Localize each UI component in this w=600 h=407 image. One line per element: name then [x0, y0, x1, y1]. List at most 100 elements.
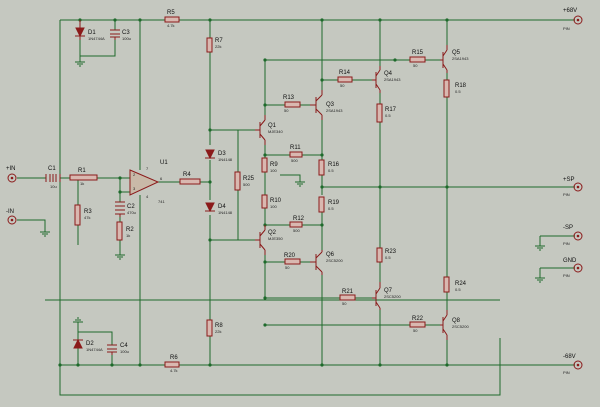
transistor-q8[interactable] — [440, 310, 448, 340]
label-r19: R19 — [328, 200, 340, 206]
port-gnd[interactable] — [573, 263, 583, 273]
port-in-minus[interactable] — [7, 215, 17, 225]
svg-text:4.7k: 4.7k — [167, 23, 175, 28]
ports — [7, 15, 583, 370]
port-label-v-minus: -68V — [563, 354, 576, 360]
transistor-q3[interactable] — [310, 90, 323, 120]
opamp-u1[interactable]: 2 3 6 4 7 — [129, 166, 163, 199]
svg-text:PIN: PIN — [563, 192, 570, 197]
resistor-r12[interactable] — [289, 221, 303, 228]
resistor-r1[interactable] — [69, 174, 98, 181]
resistor-r19[interactable] — [318, 196, 325, 213]
svg-text:2SC5200: 2SC5200 — [452, 324, 469, 329]
resistor-r24[interactable] — [443, 276, 450, 293]
capacitor-c4[interactable] — [107, 344, 117, 355]
svg-text:22k: 22k — [215, 329, 221, 334]
transistor-q1[interactable] — [255, 115, 266, 145]
port-v-plus[interactable] — [573, 15, 583, 25]
zener-d2[interactable] — [73, 338, 83, 349]
label-d4: D4 — [218, 204, 226, 210]
label-q7: Q7 — [384, 288, 393, 294]
capacitor-c1[interactable] — [45, 174, 61, 182]
resistor-r9[interactable] — [261, 157, 268, 173]
label-u1: U1 — [160, 160, 168, 166]
transistor-q7[interactable] — [372, 282, 381, 310]
label-r16: R16 — [328, 162, 340, 168]
port-label-sp-plus: +SP — [563, 177, 575, 183]
label-r4: R4 — [183, 172, 191, 178]
resistor-r5[interactable] — [164, 16, 180, 23]
capacitor-c2[interactable] — [115, 201, 125, 217]
label-r6: R6 — [170, 355, 178, 361]
capacitor-c3[interactable] — [110, 29, 120, 40]
resistor-r20[interactable] — [284, 258, 301, 265]
resistor-r17[interactable] — [376, 103, 383, 123]
label-r13: R13 — [283, 95, 295, 101]
resistor-r7[interactable] — [206, 37, 213, 53]
label-q6: Q6 — [326, 252, 335, 258]
label-c3: C3 — [122, 30, 130, 36]
port-sp-plus[interactable] — [573, 182, 583, 192]
resistor-r11[interactable] — [289, 151, 303, 158]
resistor-r22[interactable] — [409, 321, 426, 328]
resistor-r3[interactable] — [74, 204, 81, 226]
label-r5: R5 — [167, 10, 175, 16]
resistor-r4[interactable] — [179, 178, 201, 185]
svg-text:0.5: 0.5 — [385, 113, 391, 118]
svg-text:0.5: 0.5 — [328, 168, 334, 173]
label-d3: D3 — [218, 151, 226, 157]
port-label-v-plus: +68V — [563, 8, 577, 14]
label-d1: D1 — [88, 30, 96, 36]
port-sp-minus[interactable] — [573, 231, 583, 241]
svg-text:1k: 1k — [80, 181, 84, 186]
label-q5: Q5 — [452, 50, 461, 56]
resistor-r15[interactable] — [409, 56, 426, 63]
ground-icon — [535, 277, 545, 283]
component-labels: D1 1N4744A C3 100u R5 4.7k R7 22k R15 50… — [48, 10, 469, 373]
port-v-minus[interactable] — [573, 360, 583, 370]
svg-text:PIN: PIN — [563, 370, 570, 375]
transistor-q2[interactable] — [255, 225, 266, 255]
resistor-r16[interactable] — [318, 159, 325, 176]
label-r12: R12 — [293, 216, 305, 222]
diode-d4[interactable] — [205, 202, 215, 213]
resistor-r6[interactable] — [164, 361, 180, 368]
resistor-r25[interactable] — [234, 171, 241, 191]
resistor-r8[interactable] — [206, 319, 213, 337]
port-label-sp-minus: -SP — [563, 225, 573, 231]
zener-d1[interactable] — [75, 20, 85, 40]
svg-text:MJE350: MJE350 — [268, 236, 283, 241]
ground-icon — [40, 231, 50, 237]
resistor-r18[interactable] — [443, 79, 450, 98]
resistor-r23[interactable] — [376, 247, 383, 263]
svg-text:2: 2 — [133, 172, 136, 177]
svg-text:470u: 470u — [127, 210, 136, 215]
svg-text:2SA1943: 2SA1943 — [384, 77, 401, 82]
label-r3: R3 — [84, 209, 92, 215]
svg-text:PIN: PIN — [563, 273, 570, 278]
svg-text:1k: 1k — [126, 233, 130, 238]
port-label-in-plus: +IN — [6, 166, 16, 172]
svg-text:7: 7 — [146, 166, 149, 171]
transistor-q5[interactable] — [440, 45, 448, 73]
ground-symbols — [40, 61, 545, 323]
resistor-r21[interactable] — [339, 294, 356, 301]
label-r11: R11 — [290, 145, 301, 151]
svg-text:4.7k: 4.7k — [170, 368, 178, 373]
svg-text:MJE340: MJE340 — [268, 129, 283, 134]
resistor-r10[interactable] — [261, 194, 268, 209]
transistor-q4[interactable] — [372, 66, 381, 93]
label-r14: R14 — [339, 70, 351, 76]
transistor-q6[interactable] — [310, 250, 323, 275]
label-r7: R7 — [215, 38, 223, 44]
port-label-gnd: GND — [563, 258, 577, 264]
port-in-plus[interactable] — [7, 173, 17, 183]
resistor-r13[interactable] — [284, 101, 301, 108]
ground-icon — [75, 61, 85, 67]
diode-d3[interactable] — [205, 149, 215, 160]
label-r22: R22 — [412, 316, 424, 322]
resistor-r2[interactable] — [116, 221, 123, 241]
svg-text:50: 50 — [342, 301, 347, 306]
resistor-r14[interactable] — [337, 76, 353, 83]
svg-text:PIN: PIN — [563, 241, 570, 246]
